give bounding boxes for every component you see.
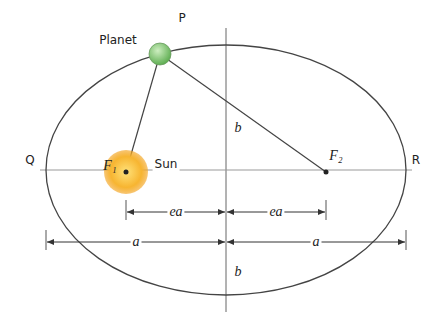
dimension-ticks — [46, 200, 406, 250]
dimension-label: ea — [167, 205, 184, 219]
planet-label: Planet — [97, 33, 139, 47]
dimension-lines — [47, 212, 405, 242]
focus-dot — [324, 170, 329, 175]
orbit-ellipse — [46, 45, 406, 295]
vertex-label: Q — [23, 153, 36, 167]
vertex-label: R — [410, 153, 422, 167]
dimension-label: b — [233, 121, 244, 135]
focus-label: F₂ — [327, 149, 344, 163]
major-axis — [40, 170, 412, 171]
radius-line — [160, 54, 326, 172]
sun-label: Sun — [153, 157, 180, 171]
dimension-label: ea — [267, 205, 284, 219]
dimension-label: a — [131, 235, 142, 249]
planet — [149, 43, 171, 65]
dimension-label: a — [311, 235, 322, 249]
focus-label: F₁ — [101, 159, 118, 173]
dimension-label: b — [233, 265, 244, 279]
focus-dot — [124, 170, 129, 175]
point-label: P — [176, 11, 187, 25]
